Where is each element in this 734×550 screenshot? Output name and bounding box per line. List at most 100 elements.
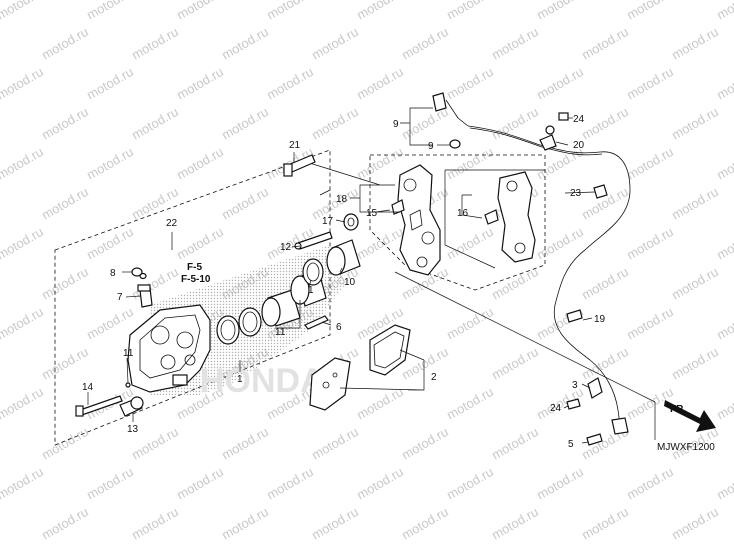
watermark-text: motod.ru — [174, 64, 226, 103]
bolt-23 — [566, 309, 583, 323]
watermark-text: motod.ru — [0, 304, 46, 343]
watermark-text: motod.ru — [0, 344, 1, 383]
bracket-group-frame — [369, 154, 546, 291]
watermark-text: motod.ru — [624, 144, 676, 183]
bleeder-7 — [137, 284, 153, 308]
caliper-bracket-detail — [497, 171, 536, 263]
bolt-21 — [283, 154, 316, 177]
label-7: 7 — [117, 292, 123, 303]
watermark-text: motod.ru — [309, 24, 361, 63]
watermark-text: motod.ru — [714, 384, 734, 423]
label-20: 5 — [568, 439, 574, 450]
watermark-text: motod.ru — [39, 504, 91, 543]
label-1a: 1 — [308, 285, 314, 296]
part-10-marker — [125, 382, 131, 388]
watermark-text: motod.ru — [444, 464, 496, 503]
ref-f5: F-5 — [187, 262, 202, 273]
watermark-text: motod.ru — [669, 104, 721, 143]
watermark-text: motod.ru — [39, 264, 91, 303]
label-17: 22 — [166, 218, 178, 229]
sensor-connector — [611, 417, 629, 435]
watermark-text: motod.ru — [39, 424, 91, 463]
watermark-text: motod.ru — [0, 384, 46, 423]
watermark-text: motod.ru — [39, 344, 91, 383]
watermark-text: motod.ru — [669, 264, 721, 303]
front-arrow-icon — [664, 400, 716, 432]
watermark-text: motod.ru — [219, 424, 271, 463]
guide-line — [299, 159, 381, 186]
watermark-text: motod.ru — [399, 504, 451, 543]
watermark-text: motod.ru — [174, 0, 226, 23]
watermark-text: motod.ru — [399, 424, 451, 463]
guide-line — [394, 271, 656, 403]
label-9b: 11 — [275, 327, 286, 338]
front-label: FR. — [670, 404, 686, 415]
watermark-text: motod.ru — [534, 64, 586, 103]
watermark-text: motod.ru — [84, 304, 136, 343]
watermark-text: motod.ru — [0, 0, 46, 23]
watermark-text: motod.ru — [579, 264, 631, 303]
watermark-text: motod.ru — [624, 0, 676, 23]
clip-11b — [484, 209, 499, 225]
watermark-text: motod.ru — [84, 464, 136, 503]
watermark-text: motod.ru — [489, 264, 541, 303]
watermark-text: motod.ru — [624, 304, 676, 343]
watermark-text: motod.ru — [309, 504, 361, 543]
watermark-text: motod.ru — [714, 224, 734, 263]
watermark-text: motod.ru — [219, 104, 271, 143]
label-11b: 16 — [457, 208, 469, 219]
watermark-text: motod.ru — [309, 424, 361, 463]
label-1b: 1 — [237, 374, 243, 385]
brake-pads-2 — [309, 324, 411, 411]
watermark-text: motod.ru — [129, 104, 181, 143]
watermark-text: motod.ru — [669, 24, 721, 63]
label-21: 21 — [289, 140, 301, 151]
label-4: 9 — [393, 119, 399, 130]
watermark-text: motod.ru — [354, 144, 406, 183]
watermark-text: motod.ru — [354, 224, 406, 263]
watermark-text: motod.ru — [354, 464, 406, 503]
bolt-16 — [75, 395, 123, 417]
bracket-inner-frame — [444, 169, 545, 269]
label-24b: 24 — [550, 403, 562, 414]
watermark-text: motod.ru — [0, 184, 1, 223]
watermark-text: motod.ru — [624, 64, 676, 103]
caliper-body — [127, 304, 211, 393]
label-15: 20 — [573, 140, 585, 151]
watermark-text: motod.ru — [579, 24, 631, 63]
watermark-text: motod.ru — [309, 104, 361, 143]
watermark-text: motod.ru — [0, 24, 1, 63]
watermark-text: motod.ru — [354, 384, 406, 423]
watermark-text: motod.ru — [39, 104, 91, 143]
watermark-text: motod.ru — [714, 64, 734, 103]
label-10: 11 — [123, 348, 134, 359]
seal-rings-1b — [302, 258, 324, 286]
watermark-text: motod.ru — [219, 184, 271, 223]
label-16: 14 — [82, 382, 94, 393]
label-11a: 15 — [366, 208, 378, 219]
watermark-text: motod.ru — [84, 0, 136, 23]
watermark-text: motod.ru — [129, 24, 181, 63]
watermark-text: motod.ru — [534, 304, 586, 343]
watermark-text: motod.ru — [534, 224, 586, 263]
ref-f510: F-5-10 — [181, 274, 211, 285]
watermark-text: motod.ru — [714, 464, 734, 503]
watermark-text: motod.ru — [444, 384, 496, 423]
watermark-text: motod.ru — [174, 224, 226, 263]
watermark-text: motod.ru — [624, 464, 676, 503]
leader-lines — [87, 107, 596, 444]
speed-sensor-4 — [432, 92, 469, 149]
clip-11 — [391, 199, 405, 215]
label-23: 19 — [594, 314, 606, 325]
boot-14 — [343, 213, 359, 231]
label-12: 12 — [280, 242, 292, 253]
watermark-text: motod.ru — [354, 0, 406, 23]
label-9a: 10 — [344, 277, 356, 288]
bolt-24-top — [558, 112, 569, 121]
watermark-text: motod.ru — [39, 24, 91, 63]
label-8: 8 — [110, 268, 116, 279]
watermark-text: motod.ru — [0, 64, 46, 103]
label-24a: 24 — [573, 114, 585, 125]
watermark-text: motod.ru — [0, 504, 1, 543]
watermark-text: motod.ru — [264, 0, 316, 23]
